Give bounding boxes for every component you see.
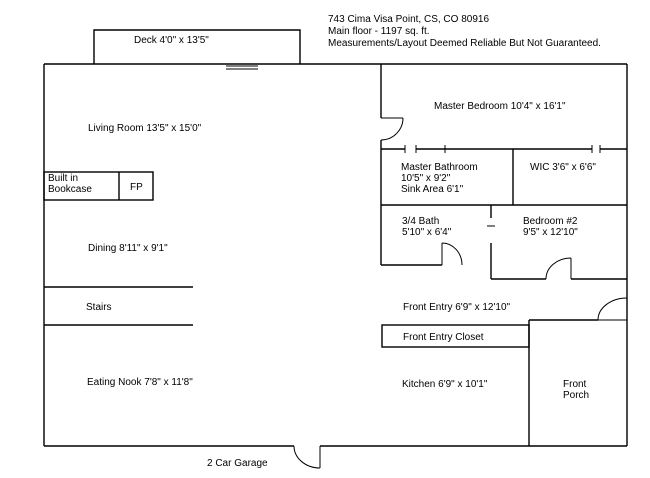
eating-nook-label: Eating Nook 7'8" x 11'8" — [87, 377, 193, 388]
stairs-label: Stairs — [86, 302, 112, 313]
floor-area-text: Main floor - 1197 sq. ft. — [328, 26, 430, 37]
built-in-bookcase: Built in Bookcase FP — [43, 171, 154, 201]
deck: Deck 4'0" x 13'5" — [93, 29, 301, 70]
front-entry-closet-label: Front Entry Closet — [403, 332, 484, 343]
deck-label: Deck 4'0" x 13'5" — [134, 35, 209, 46]
front-porch-label-line2: Porch — [563, 390, 589, 401]
garage-label: 2 Car Garage — [207, 458, 268, 469]
master-bedroom-label: Master Bedroom 10'4" x 16'1" — [434, 101, 566, 112]
bedroom2-label-line1: Bedroom #2 — [523, 216, 578, 227]
interior-walls — [380, 64, 627, 446]
front-porch-label-line1: Front — [563, 379, 587, 390]
bedroom2-label-line2: 9'5" x 12'10" — [523, 227, 578, 238]
bookcase-label-line2: Bookcase — [48, 184, 92, 195]
bookcase-label-line1: Built in — [48, 173, 78, 184]
dining-label: Dining 8'11" x 9'1" — [88, 243, 168, 254]
exterior-walls — [43, 63, 628, 447]
address-text: 743 Cima Visa Point, CS, CO 80916 — [328, 14, 489, 25]
disclaimer-text: Measurements/Layout Deemed Reliable But … — [328, 38, 601, 49]
garage-door — [293, 445, 321, 469]
door-swings — [380, 117, 628, 321]
stairs: Stairs — [44, 286, 193, 326]
master-bath-label-line1: Master Bathroom — [401, 162, 478, 173]
front-entry-label: Front Entry 6'9" x 12'10" — [403, 302, 511, 313]
kitchen-label: Kitchen 6'9" x 10'1" — [402, 379, 488, 390]
living-room-label: Living Room 13'5" x 15'0" — [88, 123, 202, 134]
master-bath-label-line3: Sink Area 6'1" — [401, 184, 464, 195]
fireplace-label: FP — [130, 182, 143, 193]
wic-label: WIC 3'6" x 6'6" — [530, 162, 596, 173]
bath34-label-line2: 5'10" x 6'4" — [402, 227, 452, 238]
bath34-label-line1: 3/4 Bath — [402, 216, 439, 227]
master-bath-label-line2: 10'5" x 9'2" — [401, 173, 451, 184]
